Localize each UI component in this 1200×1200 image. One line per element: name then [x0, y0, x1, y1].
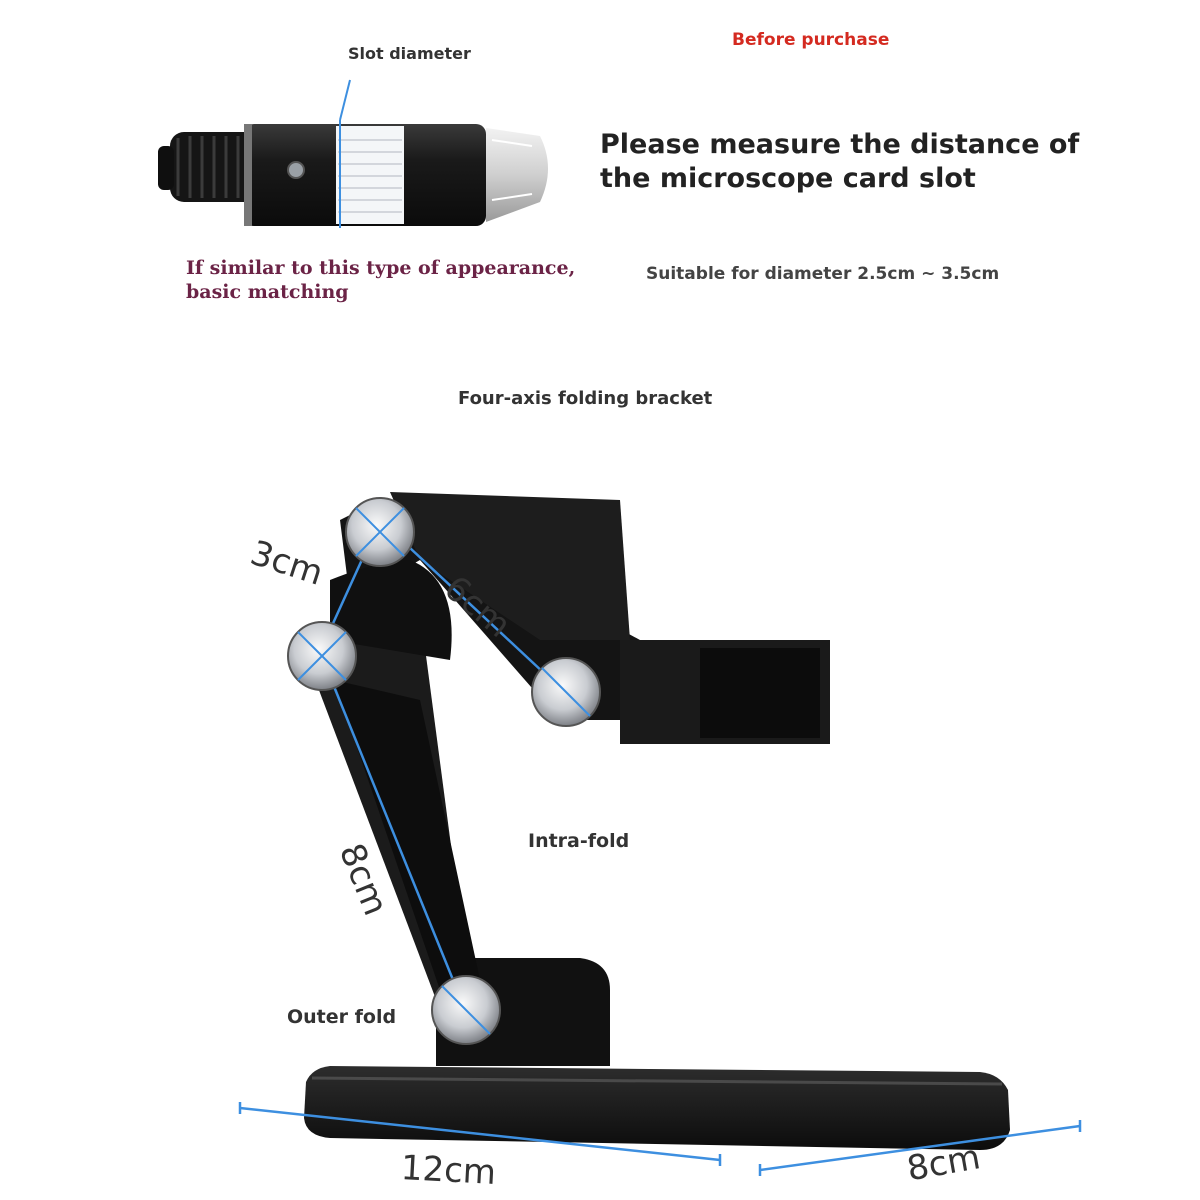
- suitable-diameter-text: Suitable for diameter 2.5cm ~ 3.5cm: [646, 264, 1000, 284]
- similar-appearance-note: If similar to this type of appearance, b…: [186, 256, 575, 304]
- hinge-knob: [431, 975, 501, 1045]
- similar-line-2: basic matching: [186, 281, 349, 303]
- hinge-knob: [287, 621, 357, 691]
- bracket-image: [238, 492, 1082, 1176]
- before-purchase-label: Before purchase: [732, 30, 890, 50]
- microscope-image: [158, 79, 548, 228]
- outer-fold-label: Outer fold: [287, 1006, 397, 1028]
- measure-instruction: Please measure the distance of the micro…: [600, 128, 1080, 196]
- intra-fold-label: Intra-fold: [528, 830, 630, 852]
- bracket-title: Four-axis folding bracket: [458, 388, 713, 409]
- measure-line-1: Please measure the distance of: [600, 129, 1080, 160]
- measure-line-2: the microscope card slot: [600, 163, 976, 194]
- dimension-12cm: 12cm: [399, 1148, 497, 1193]
- hinge-knob: [531, 657, 601, 727]
- slot-diameter-label: Slot diameter: [348, 44, 471, 63]
- similar-line-1: If similar to this type of appearance,: [186, 257, 576, 279]
- hinge-knob: [345, 497, 415, 567]
